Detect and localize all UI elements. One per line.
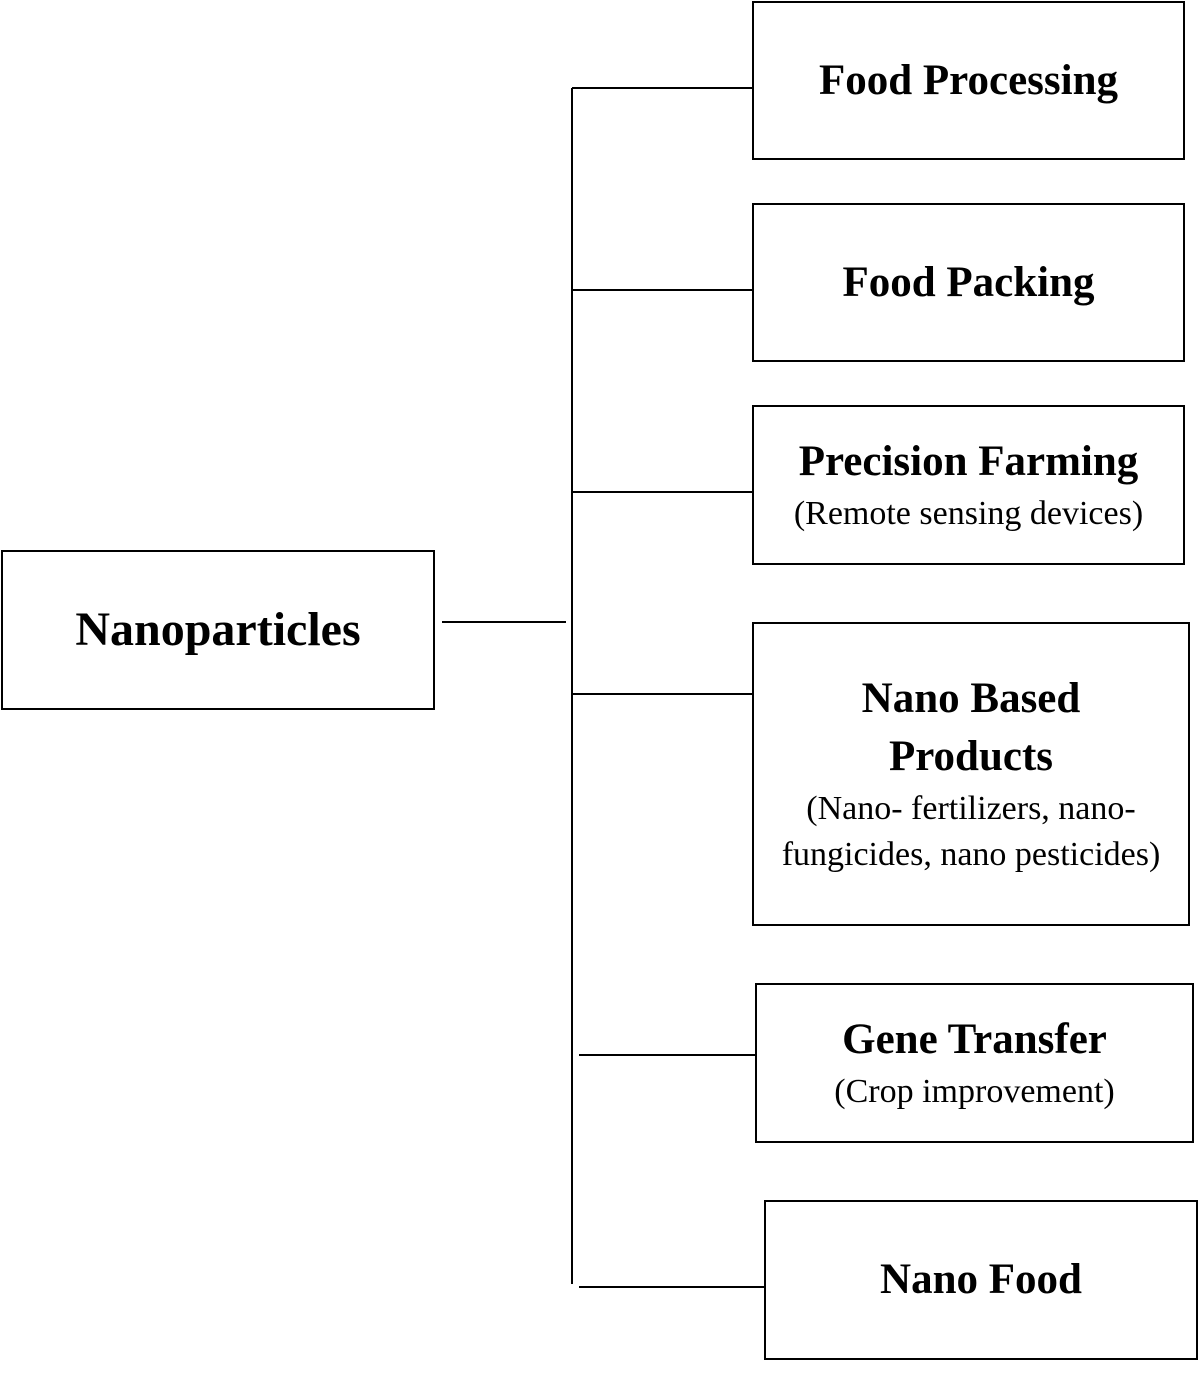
node-title: Food Packing (842, 258, 1095, 306)
node-food-packing: Food Packing (752, 203, 1185, 362)
node-subtitle: (Remote sensing devices) (793, 495, 1144, 532)
node-precision-farming: Precision Farming (Remote sensing device… (752, 405, 1185, 565)
node-gene-transfer: Gene Transfer (Crop improvement) (755, 983, 1194, 1143)
node-title: Nano Food (880, 1256, 1082, 1303)
node-nanoparticles: Nanoparticles (1, 550, 435, 710)
node-title: Gene Transfer (842, 1016, 1107, 1063)
node-subtitle: (Nano- fertilizers, nano-fungicides, nan… (781, 790, 1161, 873)
node-title: Nano Based Products (861, 675, 1081, 780)
node-nano-based-products: Nano Based Products (Nano- fertilizers, … (752, 622, 1190, 926)
node-title: Precision Farming (798, 438, 1139, 485)
node-title: Nanoparticles (75, 603, 361, 656)
node-nano-food: Nano Food (764, 1200, 1198, 1360)
node-title: Food Processing (818, 56, 1118, 104)
node-subtitle: (Crop improvement) (834, 1073, 1115, 1110)
node-food-processing: Food Processing (752, 1, 1185, 160)
